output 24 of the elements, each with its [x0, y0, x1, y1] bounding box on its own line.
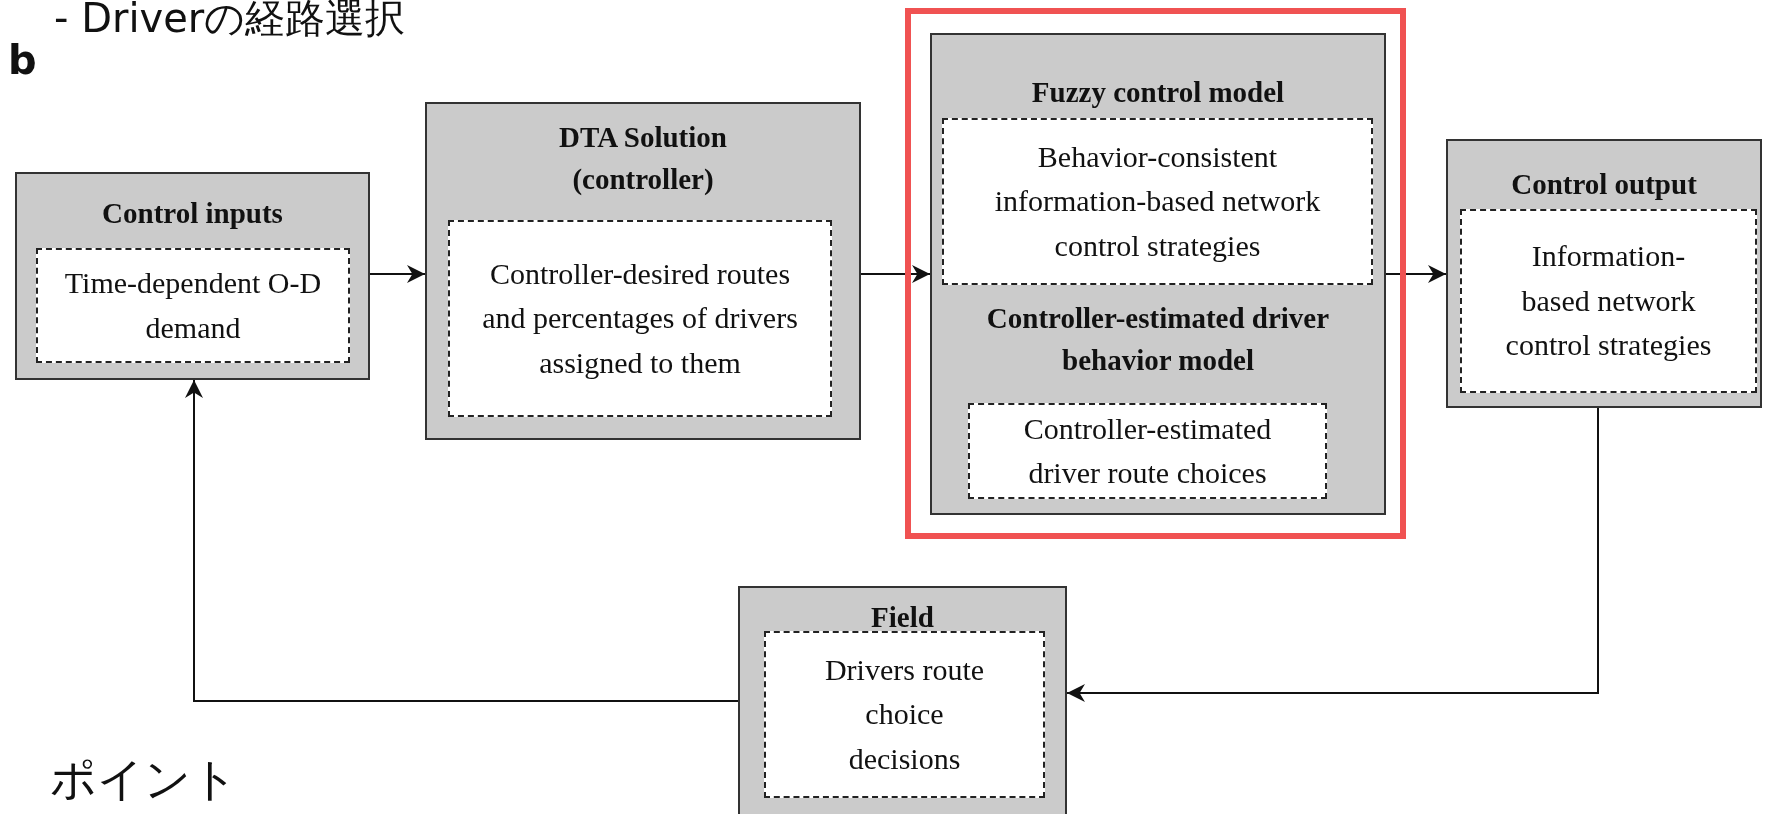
box-heading: Controller-estimated driver behavior model: [985, 301, 1331, 379]
arrow: [185, 379, 739, 702]
arrow: [1066, 407, 1599, 702]
process-box: [738, 586, 1067, 814]
process-box: [1446, 139, 1762, 408]
box-heading: Control output: [1510, 167, 1698, 202]
box-heading: Control inputs: [101, 196, 284, 231]
dashed-box: Controller-estimated driver route choices: [968, 403, 1327, 499]
arrow: [860, 265, 931, 283]
process-box: [425, 102, 861, 440]
dashed-box: Controller-desired routes and percentages of drivers assigned to them: [448, 220, 832, 417]
dashed-box: Behavior-consistent information-based network control strategies: [942, 118, 1373, 285]
slide-text: ポイント: [50, 752, 238, 808]
arrow: [369, 265, 426, 283]
box-heading: DTA Solution (controller): [558, 120, 728, 198]
highlight-frame: [905, 8, 1406, 539]
dashed-box: Time-dependent O-D demand: [36, 248, 350, 363]
dashed-box: Information-based network control strategies: [1460, 209, 1757, 393]
arrow: [1385, 265, 1447, 283]
process-box: [930, 33, 1386, 515]
process-box: [15, 172, 370, 380]
panel-letter: b: [8, 36, 37, 84]
box-heading: Fuzzy control model: [1030, 75, 1286, 110]
dashed-box: Drivers route choice decisions: [764, 631, 1045, 798]
